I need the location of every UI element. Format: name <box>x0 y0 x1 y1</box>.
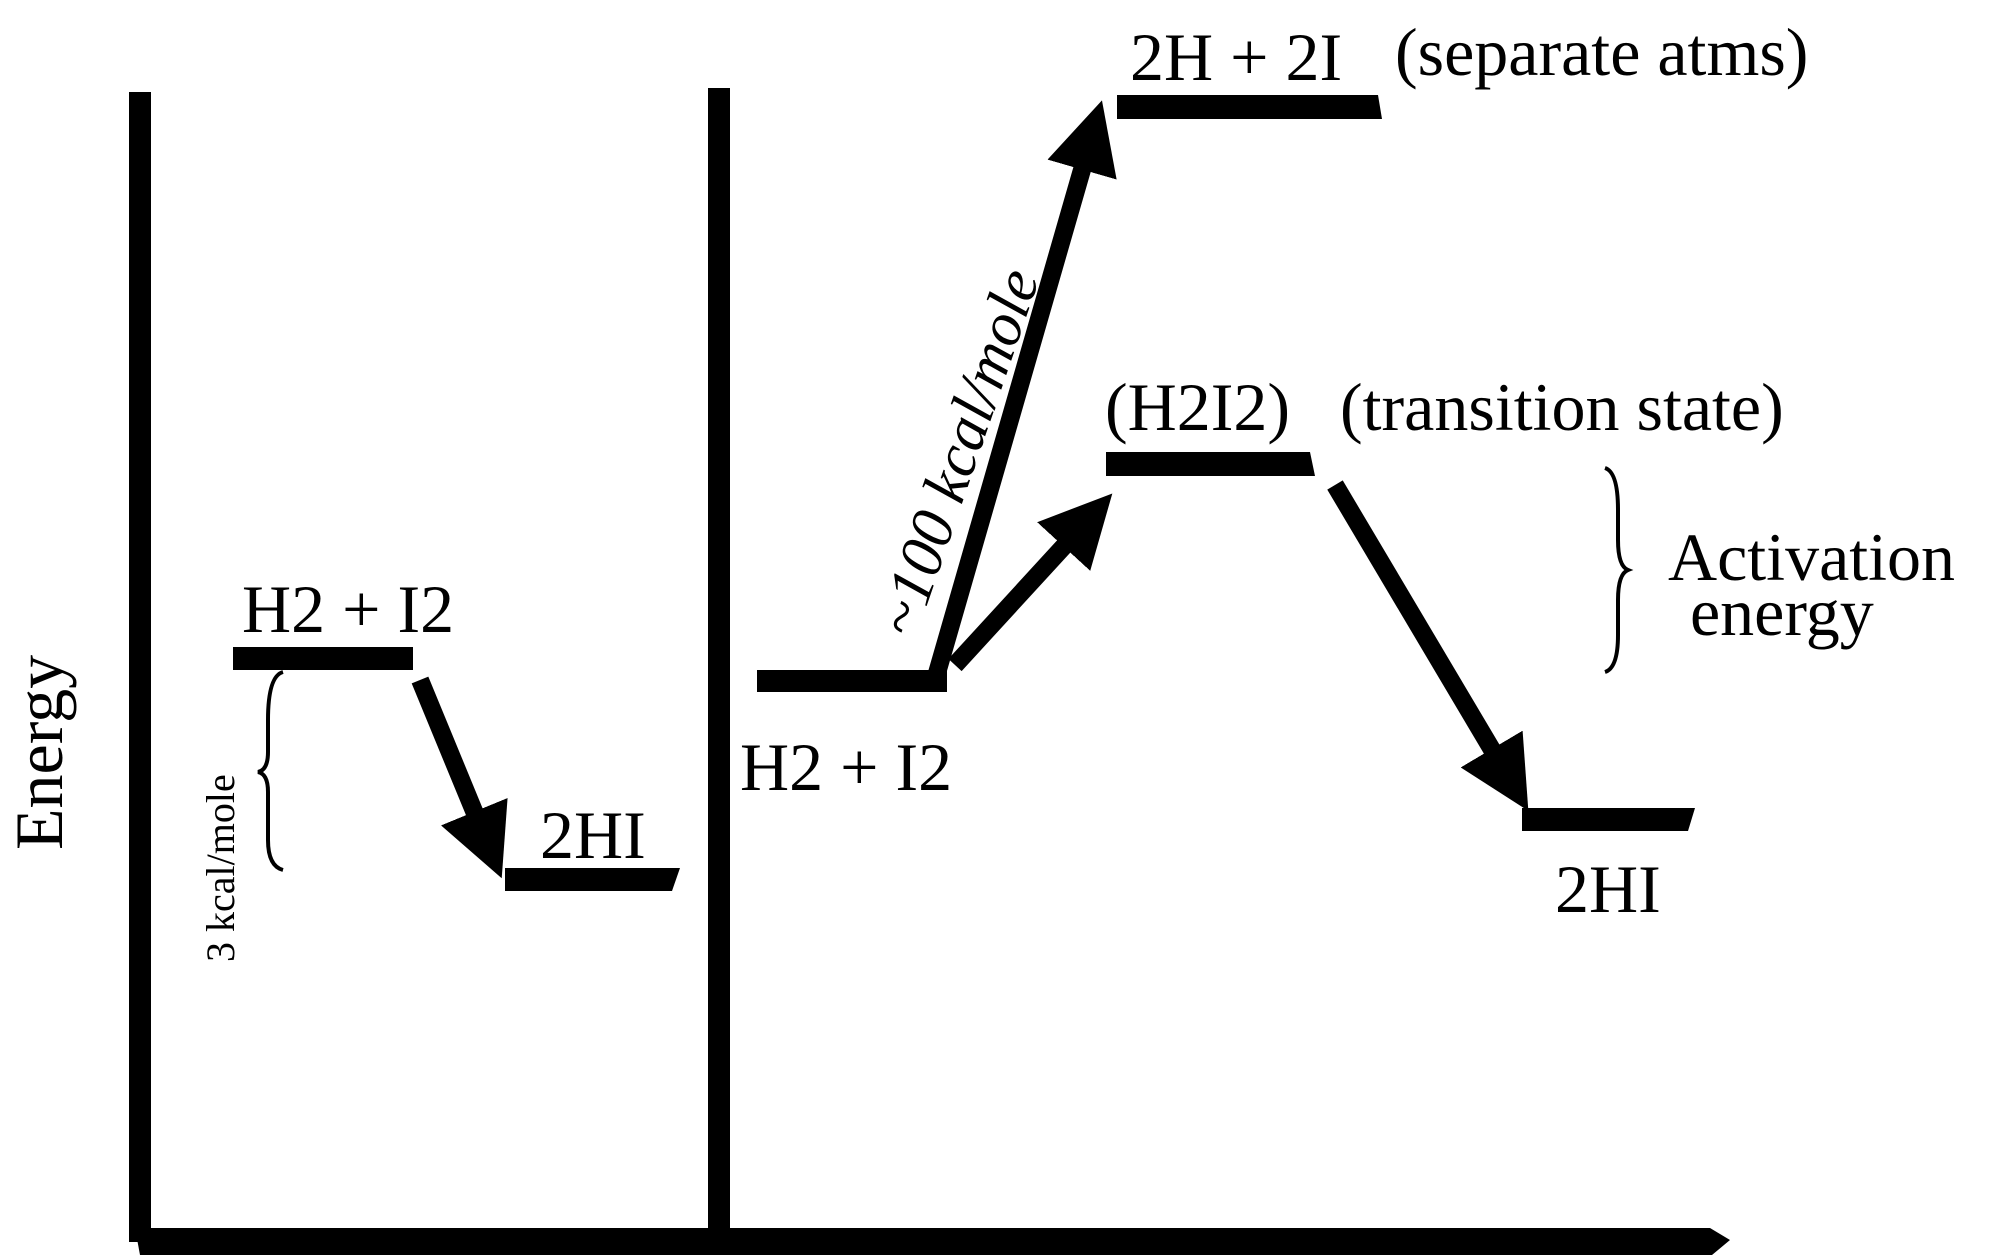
right-product-level <box>1522 808 1695 831</box>
middle-vertical-axis <box>708 88 730 1238</box>
left-product-label: 2HI <box>540 797 646 873</box>
right-product-label: 2HI <box>1555 851 1661 927</box>
separate-atoms-level <box>1117 95 1382 119</box>
transition-state-note: (transition state) <box>1340 369 1784 445</box>
activation-arrow <box>948 493 1113 672</box>
energy-axis-label: Energy <box>1 655 77 850</box>
right-reactant-level <box>757 670 947 692</box>
left-energy-difference-label: 3 kcal/mole <box>198 774 243 962</box>
left-product-level <box>505 868 680 891</box>
separate-atoms-note: (separate atms) <box>1395 14 1808 90</box>
axes <box>129 88 1730 1255</box>
activation-energy-label-line1: Activation <box>1668 519 1955 595</box>
left-reactant-level <box>233 647 413 670</box>
transition-state-level <box>1106 452 1315 476</box>
left-reaction-arrow <box>411 676 508 879</box>
dissociation-arrow <box>926 100 1117 683</box>
right-panel: H2 + I2 ~100 kcal/mole 2H + 2I (separate… <box>740 14 1955 927</box>
transition-state-label: (H2I2) <box>1105 369 1290 445</box>
left-energy-brace <box>257 670 284 872</box>
right-reactant-label: H2 + I2 <box>740 729 952 805</box>
product-arrow <box>1327 480 1529 811</box>
horizontal-axis <box>135 1228 1730 1255</box>
left-vertical-axis <box>129 92 151 1242</box>
left-reactant-label: H2 + I2 <box>242 571 454 647</box>
activation-energy-brace <box>1604 466 1634 674</box>
separate-atoms-label: 2H + 2I <box>1130 19 1342 95</box>
left-panel: H2 + I2 2HI 3 kcal/mole <box>198 571 680 962</box>
activation-energy-label-line2: energy <box>1690 574 1874 650</box>
